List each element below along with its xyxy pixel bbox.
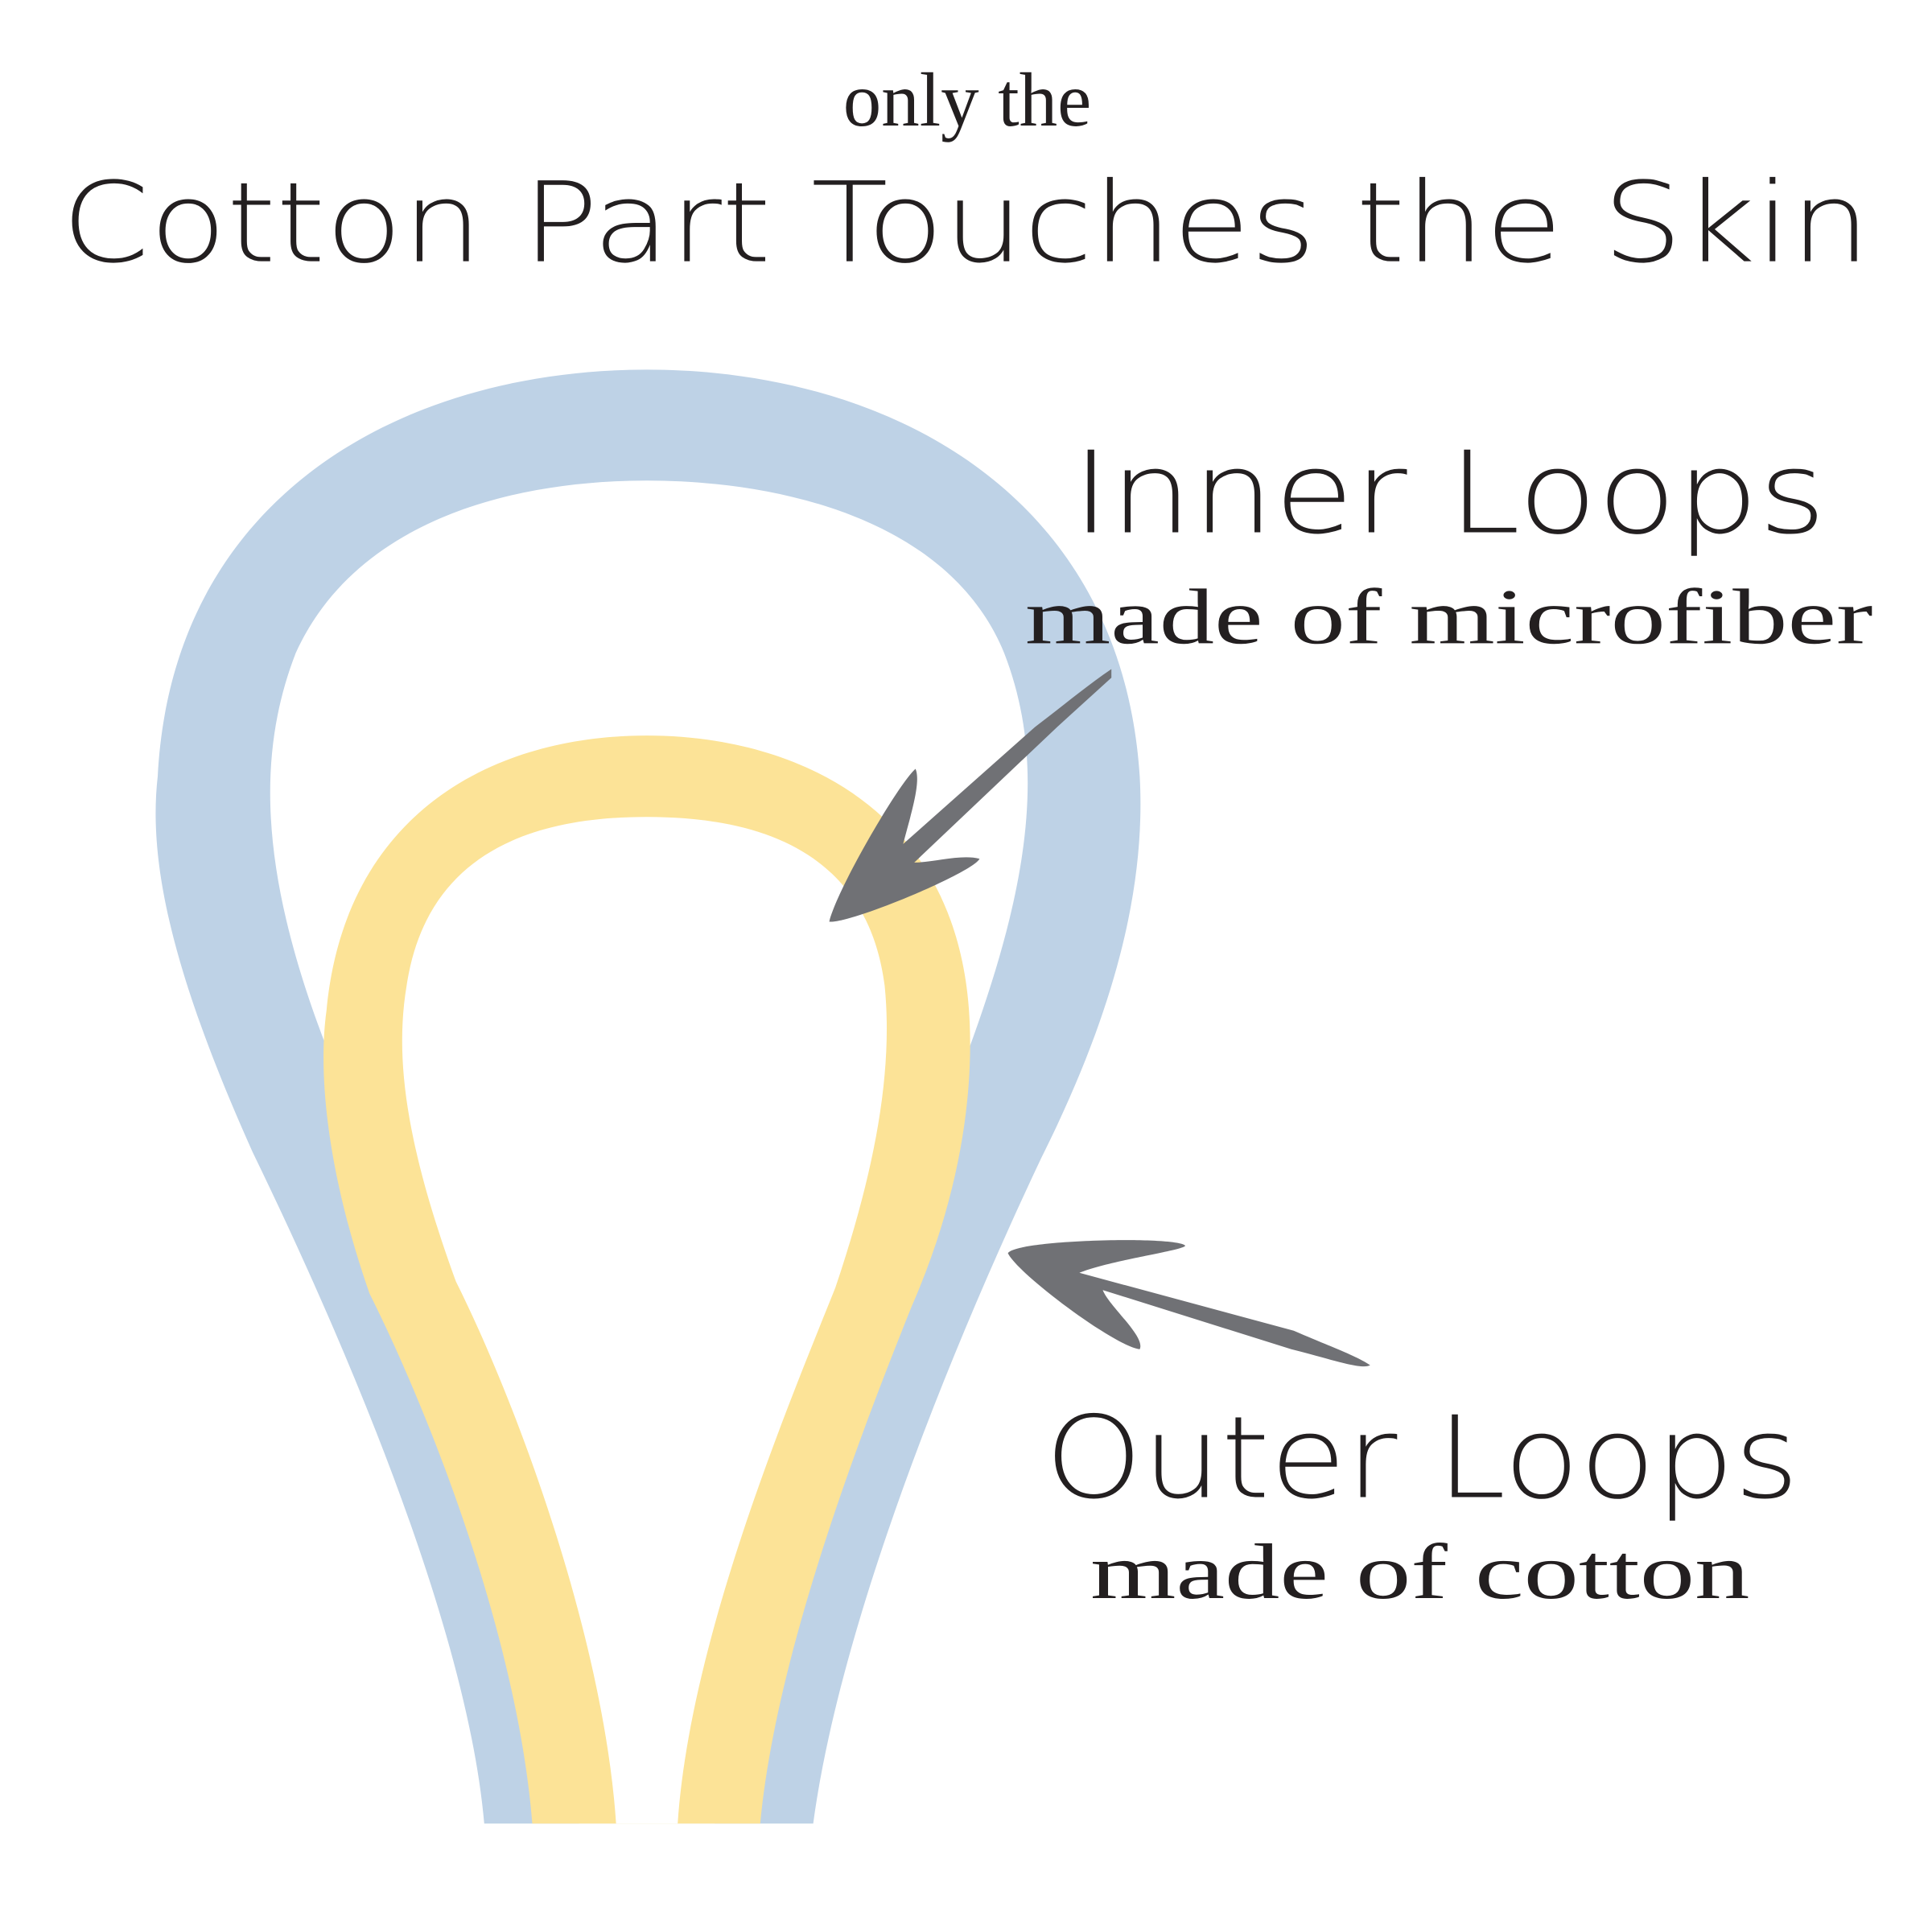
outer-loops-title: Outer Loops (1045, 1392, 1799, 1524)
outer-loops-subtitle: made of cotton (1090, 1529, 1749, 1616)
inner-loops-title: Inner Loops (1072, 427, 1826, 559)
loop-illustration (155, 369, 1141, 1824)
arrow-to-inner-loops (829, 669, 1112, 922)
inner-loops-subtitle: made of microfiber (1025, 574, 1873, 661)
pre-title: only the (843, 57, 1091, 142)
outer-loop-gap (402, 817, 888, 1824)
arrow-to-outer-loops (1007, 1240, 1370, 1367)
page-title: Cotton Part Touches the Skin (62, 159, 1871, 288)
